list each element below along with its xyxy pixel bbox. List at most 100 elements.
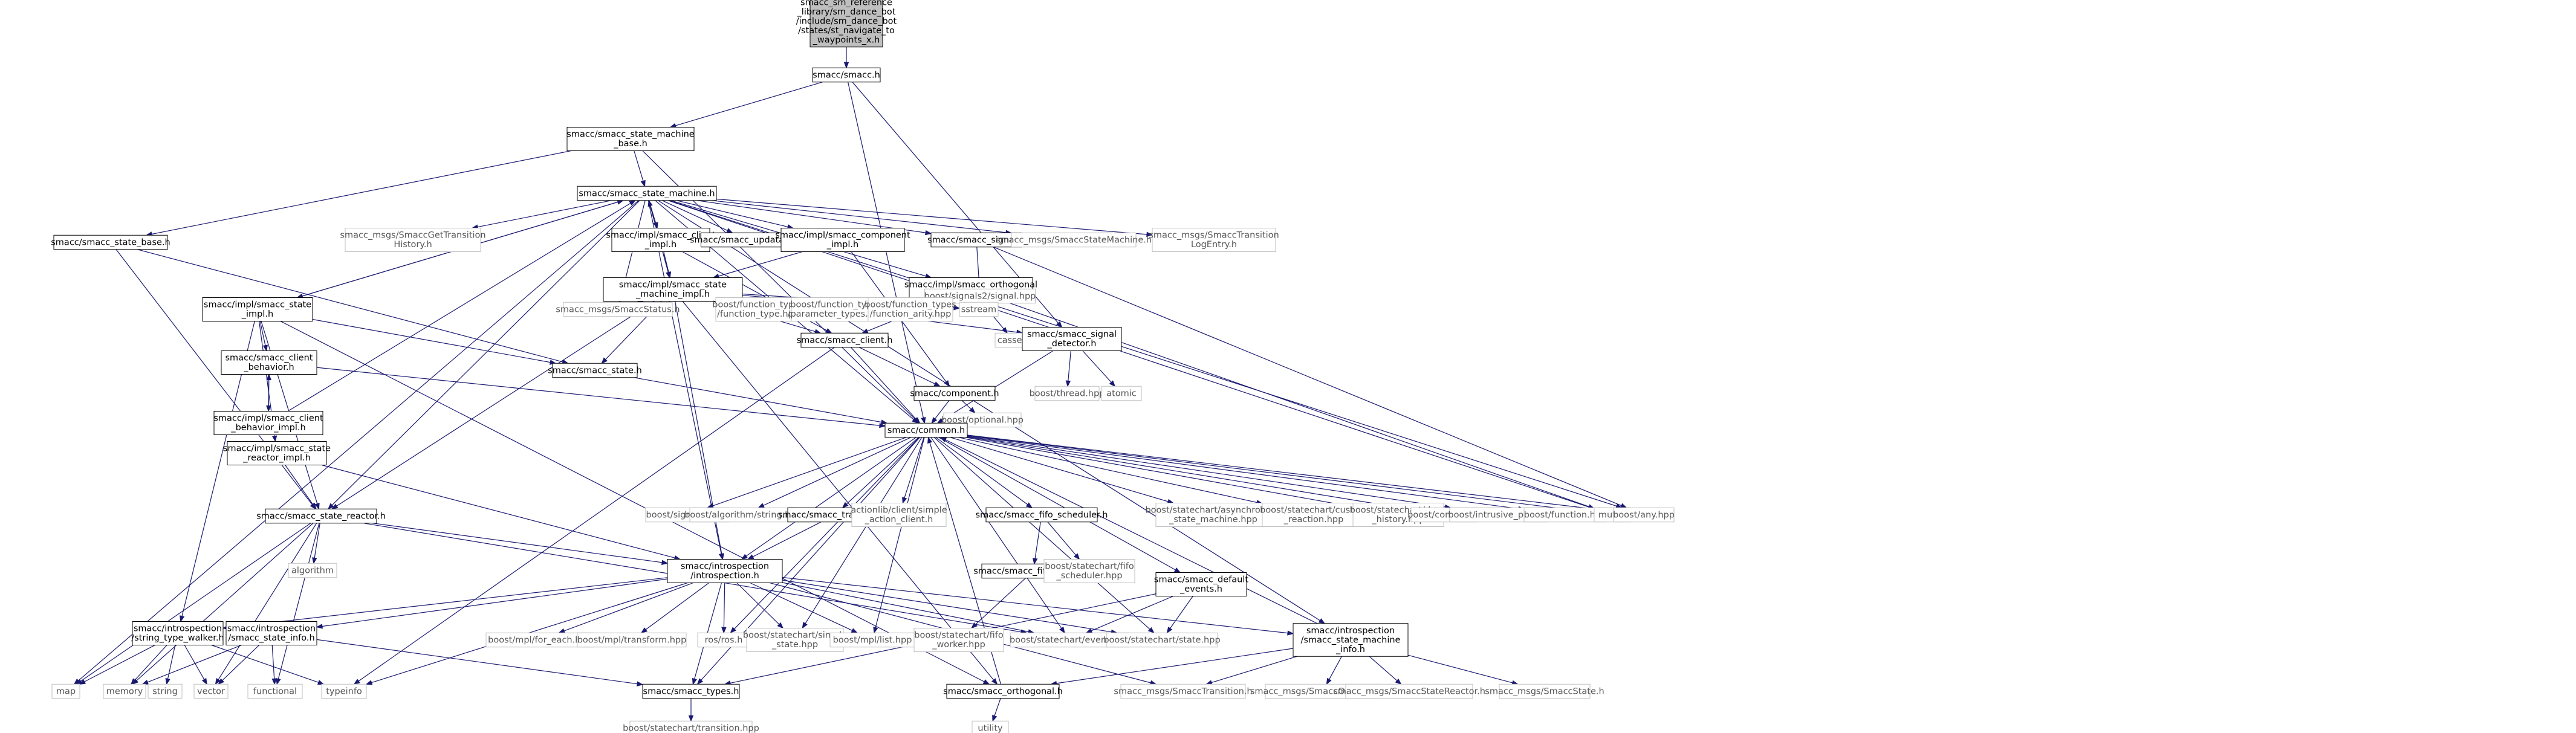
- node-updatable[interactable]: smacc/smacc_updatable.h: [690, 232, 806, 248]
- node-event-hpp: boost/statechart/event.hpp: [1010, 632, 1129, 648]
- arrow-head: [933, 381, 941, 387]
- edge-line: [846, 437, 919, 505]
- edge-line: [945, 439, 1318, 624]
- edge-line: [697, 200, 926, 233]
- node-transition-hpp: boost/statechart/transition.hpp: [623, 720, 759, 733]
- node-state-info[interactable]: smacc/introspection/smacc_state_info.h: [225, 621, 317, 645]
- node-for-each: boost/mpl/for_each.hpp: [485, 632, 594, 648]
- node-box: [985, 507, 1098, 523]
- arrow-head: [1059, 626, 1065, 634]
- node-comp-impl[interactable]: smacc/impl/smacc_component_impl.h: [775, 228, 910, 252]
- arrow-head: [1166, 627, 1173, 634]
- node-box: [1155, 572, 1247, 596]
- edge-fifo-sched-to-fifo-sched-hpp: [1047, 521, 1080, 560]
- node-box: [577, 186, 717, 201]
- node-label: smacc/impl/smacc_client: [213, 414, 323, 424]
- node-reactor[interactable]: smacc/smacc_state_reactor.h: [256, 508, 386, 524]
- node-box: [629, 720, 753, 733]
- edge-line: [993, 247, 1622, 506]
- node-typeinfo: typeinfo: [321, 683, 367, 699]
- node-component-h[interactable]: smacc/component.h: [910, 386, 999, 401]
- edge-sm-info-to-msg-transition: [1205, 656, 1297, 685]
- node-label: _behavior_impl.h: [230, 423, 305, 433]
- edge-sm-info-to-orthogonal-h: [1050, 648, 1294, 686]
- arrow-head: [741, 554, 748, 560]
- node-label: /include/sm_dance_bot: [796, 16, 897, 26]
- edge-state-impl-to-orthogonal-h: [280, 320, 990, 685]
- node-label: boost/function_types: [865, 300, 956, 310]
- node-custom-react: boost/statechart/custom_reaction.hpp: [1260, 503, 1367, 527]
- node-box: [265, 508, 377, 524]
- node-msg-state: smacc_msgs/SmaccState.h: [1485, 683, 1604, 699]
- node-box: [1152, 228, 1276, 252]
- node-types-h[interactable]: smacc/smacc_types.h: [642, 683, 740, 699]
- node-client-behavior[interactable]: smacc/smacc_client_behavior.h: [221, 350, 317, 375]
- node-label: _state.hpp: [771, 640, 818, 650]
- node-label: _impl.h: [644, 240, 676, 250]
- edge-common-to-fifo-sched: [935, 437, 1033, 509]
- node-label: boost/statechart/state.hpp: [1103, 635, 1220, 645]
- edge-default-events-to-state-hpp: [1166, 596, 1193, 634]
- edge-line: [958, 437, 1257, 503]
- arrow-head: [1025, 502, 1033, 509]
- edge-line: [782, 580, 1112, 633]
- node-label: History.h: [394, 240, 432, 250]
- node-box: [247, 683, 303, 699]
- node-common[interactable]: smacc/common.h: [884, 422, 968, 438]
- node-box: [1043, 559, 1135, 583]
- node-sm-base[interactable]: smacc/smacc_state_machine_base.h: [566, 127, 695, 151]
- node-box: [868, 297, 953, 321]
- node-label: algorithm: [291, 566, 334, 575]
- node-default-events[interactable]: smacc/smacc_default_events.h: [1154, 572, 1248, 596]
- node-state-base[interactable]: smacc/smacc_state_base.h: [51, 234, 170, 250]
- edge-introspection-to-types-h: [692, 583, 722, 685]
- edge-line: [712, 437, 907, 506]
- node-sm-info[interactable]: smacc/introspection/smacc_state_machine_…: [1293, 623, 1409, 657]
- node-mpl-list: boost/mpl/list.hpp: [829, 632, 915, 648]
- node-smacc-h[interactable]: smacc/smacc.h: [812, 67, 881, 83]
- arrow-head: [924, 230, 932, 236]
- edge-sm-to-sm-info: [658, 200, 1326, 624]
- graph-edges: [73, 47, 1627, 722]
- node-label: smacc/introspection: [227, 624, 316, 634]
- node-label: _reactor_impl.h: [242, 453, 311, 463]
- node-label: smacc_msgs/SmaccStateReactor.h: [1333, 686, 1485, 696]
- edge-line: [965, 437, 1348, 506]
- edge-smacc-h-to-common: [848, 82, 926, 424]
- node-label: cassert: [998, 335, 1030, 345]
- node-signal-detector[interactable]: smacc/smacc_signal_detector.h: [1022, 327, 1122, 351]
- node-walker[interactable]: smacc/introspection/string_type_walker.h: [131, 621, 224, 645]
- edge-line: [1407, 654, 1513, 683]
- node-box: [148, 683, 183, 699]
- edge-common-to-simple-action: [902, 437, 924, 504]
- edge-state-info-to-memory: [141, 644, 242, 685]
- node-label: actionlib/client/simple: [851, 506, 947, 515]
- node-cb-impl[interactable]: smacc/impl/smacc_client_behavior_impl.h: [213, 411, 323, 435]
- edge-common-to-intrusive: [967, 436, 1452, 510]
- node-fifo-sched[interactable]: smacc/smacc_fifo_scheduler.h: [976, 507, 1108, 523]
- node-label: smacc/smacc_types.h: [643, 686, 739, 696]
- node-reactor-impl[interactable]: smacc/impl/smacc_state_reactor_impl.h: [223, 441, 331, 465]
- edge-smacc-h-to-sm-base: [669, 82, 823, 128]
- node-functional: functional: [247, 683, 303, 699]
- arrow-head: [721, 627, 727, 634]
- node-box: [563, 302, 673, 317]
- node-label: _impl.h: [826, 240, 858, 250]
- node-sm[interactable]: smacc/smacc_state_machine.h: [577, 186, 717, 201]
- edge-line: [373, 523, 663, 563]
- node-client-h[interactable]: smacc/smacc_client.h: [797, 332, 893, 348]
- node-box: [225, 621, 317, 645]
- node-label: boost/function_types: [790, 300, 882, 310]
- edge-common-to-custom-react: [958, 437, 1264, 505]
- node-introspection[interactable]: smacc/introspection/introspection.h: [667, 559, 783, 583]
- node-state-h[interactable]: smacc/smacc_state.h: [548, 363, 642, 378]
- edge-introspection-to-sm-info: [782, 576, 1294, 636]
- edge-line: [477, 200, 612, 228]
- node-state-impl[interactable]: smacc/impl/smacc_state_impl.h: [202, 297, 313, 321]
- arrow-head: [601, 357, 608, 364]
- node-orthogonal-h[interactable]: smacc/smacc_orthogonal.h: [943, 683, 1063, 699]
- arrow-head: [777, 622, 784, 629]
- arrow-head: [851, 628, 858, 633]
- edge-sm-to-comp-impl: [676, 200, 794, 230]
